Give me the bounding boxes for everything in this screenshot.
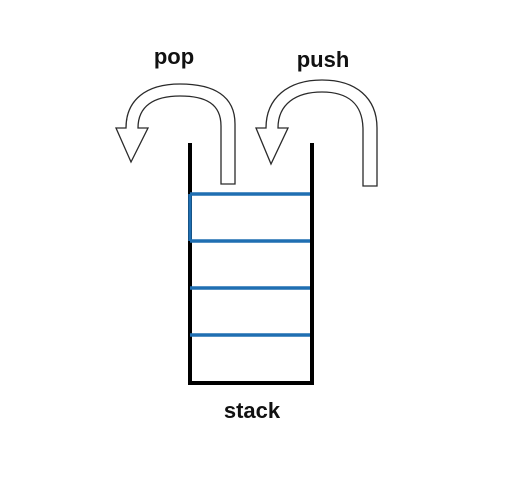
pop-label: pop (154, 44, 194, 69)
stack-label: stack (224, 398, 281, 423)
stack-container (188, 143, 314, 385)
push-arrow-body (255, 79, 378, 187)
stack-walls (188, 143, 314, 385)
push-label: push (297, 47, 350, 72)
pop-arrow-body (115, 83, 236, 185)
